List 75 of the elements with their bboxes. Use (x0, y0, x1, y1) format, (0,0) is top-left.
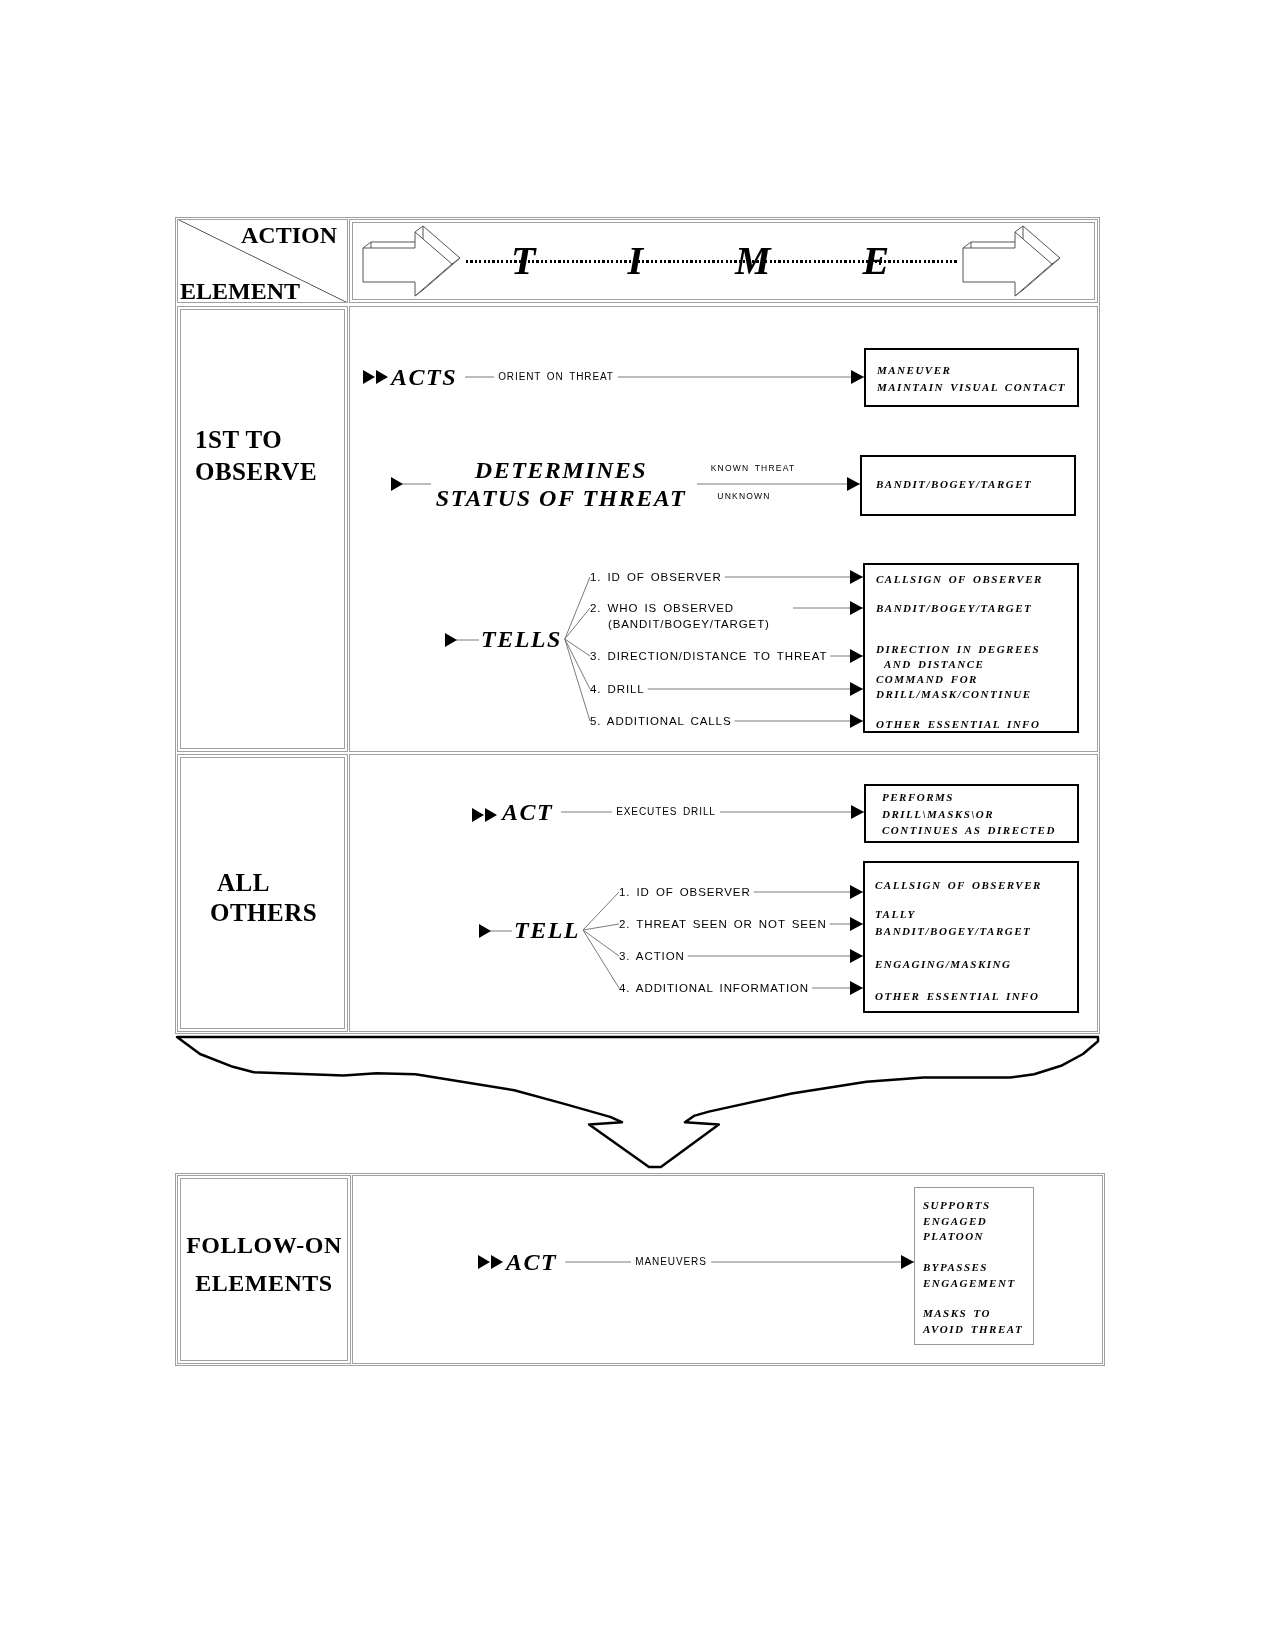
action-label: TELL (514, 916, 580, 944)
result-text: ENGAGING/MASKING (875, 957, 1012, 972)
row-header-cell (177, 1175, 351, 1364)
arrow (734, 714, 864, 728)
result-text: COMMAND FOR DRILL/MASK/CONTINUE (876, 672, 1033, 702)
row-header-text: ALL OTHERS (210, 868, 319, 928)
arrow (753, 885, 864, 899)
result-text: BANDIT/BOGEY/TARGET (876, 601, 1033, 616)
action-label: ACT (502, 798, 554, 826)
result-box (864, 784, 1079, 843)
header-cell (177, 219, 348, 303)
connector-line (564, 638, 591, 690)
row-header-text: ELEMENT (180, 281, 301, 301)
result-box (864, 348, 1079, 407)
arrow (829, 649, 864, 663)
actions-cell (349, 306, 1098, 752)
result-text: BANDIT/BOGEY/TARGET (876, 477, 1033, 492)
arrow (687, 949, 864, 963)
arrow (792, 601, 864, 615)
list-item-text: 1. ID OF OBSERVER (619, 884, 751, 900)
actions-cell (352, 1175, 1103, 1364)
action-label: ACT (506, 1248, 558, 1276)
list-item-text: 1. ID OF OBSERVER (590, 569, 722, 585)
connector-line (564, 576, 591, 640)
result-text: OTHER ESSENTIAL INFO (876, 717, 1041, 732)
connector-line (564, 607, 591, 640)
row-header-text: FOLLOW-ON ELEMENTS (185, 1231, 343, 1298)
result-text: BYPASSES ENGAGEMENT (923, 1260, 1017, 1291)
connector-line (582, 929, 620, 957)
connector-line (564, 638, 591, 657)
connector-line (582, 929, 620, 989)
list-item-text: 2. THREAT SEEN OR NOT SEEN (619, 916, 827, 932)
table-frame (175, 1173, 1105, 1366)
action-label: ACTS (391, 363, 458, 391)
connector-line (564, 638, 591, 722)
result-box (863, 861, 1079, 1013)
column-header-text: ACTION (241, 225, 337, 245)
list-item-text: 4. ADDITIONAL INFORMATION (619, 980, 810, 996)
result-box (863, 563, 1079, 733)
result-text: CALLSIGN OF OBSERVER (875, 878, 1042, 893)
arrow (811, 981, 864, 995)
table-frame (175, 217, 1100, 1034)
list-item-text: 2. WHO IS OBSERVED (BANDIT/BOGEY/TARGET) (590, 600, 790, 632)
action-label: TELLS (481, 625, 562, 653)
list-item-text: 4. DRILL (590, 681, 645, 697)
list-item-text: 3. DIRECTION/DISTANCE TO THREAT (590, 648, 828, 664)
arrow (647, 682, 864, 696)
connector-line (582, 891, 620, 931)
row-header-cell (177, 754, 348, 1032)
result-text: PERFORMS DRILL\MASKS\OR CONTINUES AS DIRECTED (882, 790, 1057, 838)
arrow (829, 917, 864, 931)
result-text: MAINTAIN VISUAL CONTACT (877, 380, 1067, 395)
result-text: TALLY BANDIT/BOGEY/TARGET (875, 907, 1033, 939)
row-header-text: 1ST TO OBSERVE (195, 425, 319, 487)
edge-label: EXECUTES DRILL (612, 806, 720, 818)
result-text: MANEUVER (877, 363, 952, 378)
actions-cell (349, 754, 1098, 1032)
action-label: DETERMINES STATUS OF THREAT (433, 456, 689, 512)
time-header-cell (349, 219, 1098, 303)
list-item-text: 5. ADDITIONAL CALLS (590, 713, 732, 729)
result-text: CALLSIGN OF OBSERVER (876, 572, 1043, 587)
list-item-text: 3. ACTION (619, 948, 685, 964)
edge-label: ORIENT ON THREAT (494, 371, 618, 383)
arrow (724, 570, 864, 584)
result-text: MASKS TO AVOID THREAT (923, 1306, 1025, 1337)
edge-label: MANEUVERS (631, 1256, 711, 1268)
result-box (860, 455, 1076, 516)
funnel-arrow (175, 1035, 1100, 1169)
connector-line (582, 923, 620, 931)
result-text: OTHER ESSENTIAL INFO (875, 989, 1040, 1004)
result-text: SUPPORTS ENGAGED PLATOON (923, 1198, 992, 1244)
arrow (696, 477, 861, 491)
row-header-cell (177, 306, 348, 752)
result-box (914, 1187, 1034, 1345)
result-text: DIRECTION IN DEGREES AND DISTANCE (876, 642, 1042, 672)
